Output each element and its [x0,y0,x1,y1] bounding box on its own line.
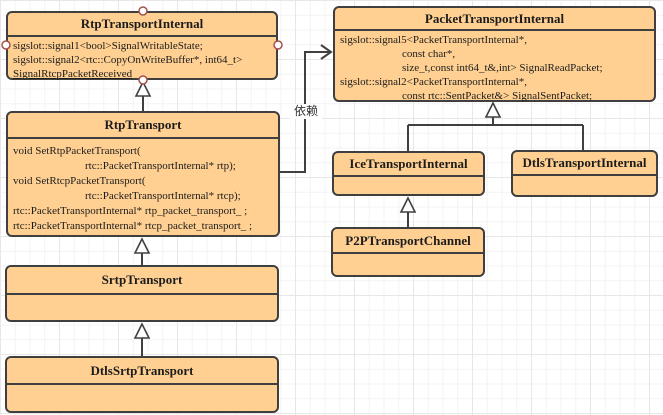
edge-inheritance-p2p-to-icetransportinternal[interactable] [399,196,417,227]
member-line: rtc::PacketTransportInternal* rtp_packet… [13,205,248,217]
class-title: IceTransportInternal [334,153,483,177]
member-line: sigslot::signal1<bool>SignalWritableStat… [13,40,203,52]
class-members [333,254,483,256]
class-box-rtp-transport[interactable]: RtpTransport void SetRtpPacketTransport(… [6,111,280,237]
class-title: DtlsTransportInternal [513,152,656,176]
class-box-packet-transport-internal[interactable]: PacketTransportInternal sigslot::signal5… [333,6,656,102]
class-box-dtls-srtp-transport[interactable]: DtlsSrtpTransport [5,356,279,413]
edge-inheritance-srtptransport-to-rtptransport[interactable] [133,237,151,265]
class-box-p2p-transport-channel[interactable]: P2PTransportChannel [331,227,485,277]
member-line: size_t,const int64_t&,int> SignalReadPac… [402,62,603,74]
class-members [7,295,277,297]
class-box-srtp-transport[interactable]: SrtpTransport [5,265,279,322]
class-members [334,177,483,179]
edge-inheritance-dtlssrtptransport-to-srtptransport[interactable] [133,322,151,356]
member-line: SignalRtcpPacketReceived [13,68,133,80]
class-title: P2PTransportChannel [333,229,483,254]
member-line: void SetRtcpPacketTransport( [13,175,146,187]
member-line: void SetRtpPacketTransport( [13,145,141,157]
member-line: const rtc::SentPacket&> SignalSentPacket… [402,90,593,102]
class-members [513,176,656,178]
class-box-dtls-transport-internal[interactable]: DtlsTransportInternal [511,150,658,197]
class-members [7,385,277,387]
member-line: const char*, [402,48,456,60]
class-title: RtpTransportInternal [8,13,276,37]
member-line: sigslot::signal2<rtc::CopyOnWriteBuffer*… [13,54,243,66]
member-line: rtc::PacketTransportInternal* rtp); [85,160,236,172]
dependency-edge-label[interactable]: 依赖 [290,104,322,119]
class-members: void SetRtpPacketTransport(rtc::PacketTr… [8,139,278,234]
edge-inheritance-rtptransport-to-rtptransportinternal[interactable] [134,80,152,111]
member-line: sigslot::signal2<PacketTransportInternal… [340,76,527,88]
class-title: DtlsSrtpTransport [7,358,277,385]
class-box-rtp-transport-internal[interactable]: RtpTransportInternal sigslot::signal1<bo… [6,11,278,80]
class-box-ice-transport-internal[interactable]: IceTransportInternal [332,151,485,196]
class-members: sigslot::signal1<bool>SignalWritableStat… [8,37,276,81]
class-title: PacketTransportInternal [335,8,654,31]
class-title: SrtpTransport [7,267,277,295]
class-title: RtpTransport [8,113,278,139]
class-members: sigslot::signal5<PacketTransportInternal… [335,31,654,103]
member-line: rtc::PacketTransportInternal* rtcp_packe… [13,220,253,232]
edge-inheritance-ice-dtls-to-packettransportinternal[interactable] [407,101,584,151]
member-line: rtc::PacketTransportInternal* rtcp); [85,190,241,202]
member-line: sigslot::signal5<PacketTransportInternal… [340,34,527,46]
